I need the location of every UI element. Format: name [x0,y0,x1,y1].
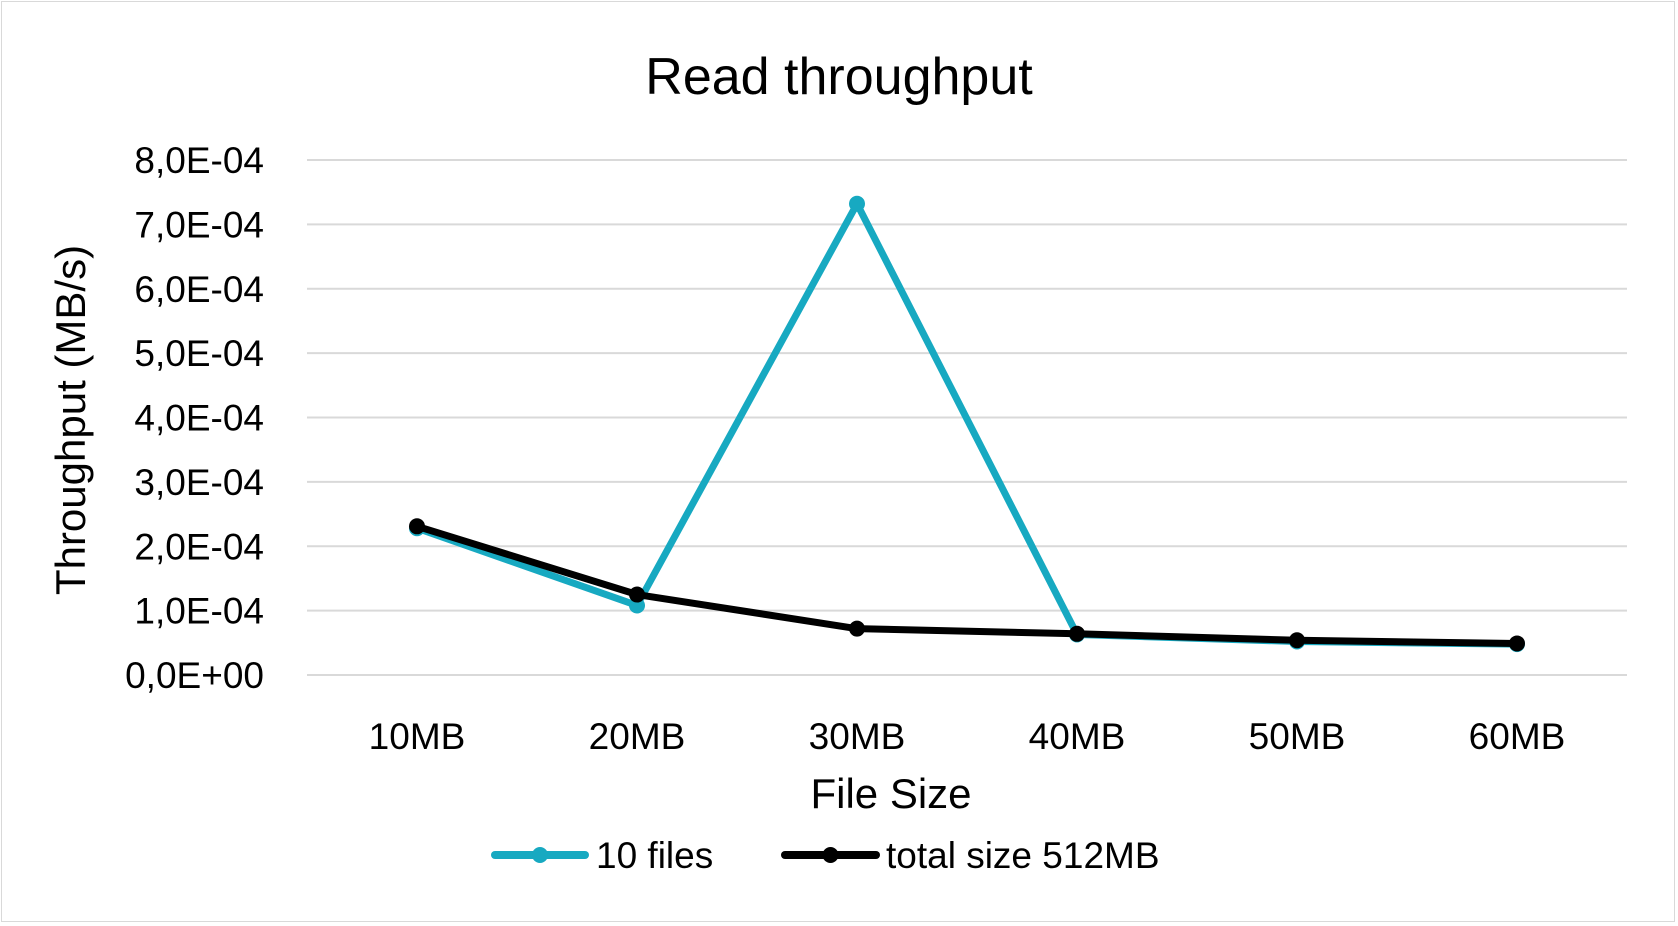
data-point [629,586,645,603]
y-tick-label: 5,0E-04 [134,333,264,374]
x-axis-title: File Size [810,770,971,817]
legend: 10 files total size 512MB [491,835,1160,876]
x-tick-label: 30MB [809,716,906,757]
y-tick-label: 4,0E-04 [134,398,264,439]
data-point [849,195,865,212]
y-axis-tick-labels: 0,0E+00 1,0E-04 2,0E-04 3,0E-04 4,0E-04 5,0E-… [125,140,264,696]
series-lines [409,195,1525,653]
x-tick-label: 20MB [589,716,686,757]
data-point [1509,635,1525,652]
y-tick-label: 7,0E-04 [134,204,264,245]
x-tick-label: 40MB [1029,716,1126,757]
legend-item: 10 files [491,835,713,876]
data-point [409,518,425,535]
y-tick-label: 2,0E-04 [134,526,264,567]
y-tick-label: 3,0E-04 [134,462,264,503]
x-tick-label: 10MB [369,716,466,757]
data-point [849,620,865,637]
series-line [413,522,1521,647]
legend-label: 10 files [596,835,713,876]
y-tick-label: 8,0E-04 [134,140,264,181]
series-1 [409,195,1525,653]
chart-title: Read throughput [645,48,1033,106]
data-point [1069,625,1085,642]
y-tick-label: 1,0E-04 [134,591,264,632]
y-axis-title: Throughput (MB/s) [47,245,94,595]
x-tick-label: 50MB [1249,716,1346,757]
legend-item: total size 512MB [781,835,1160,876]
legend-swatch-marker [532,847,548,863]
legend-label: total size 512MB [886,835,1160,876]
legend-swatch-marker [822,847,839,863]
y-tick-label: 0,0E+00 [125,655,264,696]
data-point [629,597,645,614]
x-tick-label: 60MB [1469,716,1566,757]
y-tick-label: 6,0E-04 [134,269,264,310]
series-2 [409,518,1525,652]
data-point [1289,632,1305,649]
x-axis-tick-labels: 10MB 20MB 30MB 40MB 50MB 60MB [369,716,1566,757]
